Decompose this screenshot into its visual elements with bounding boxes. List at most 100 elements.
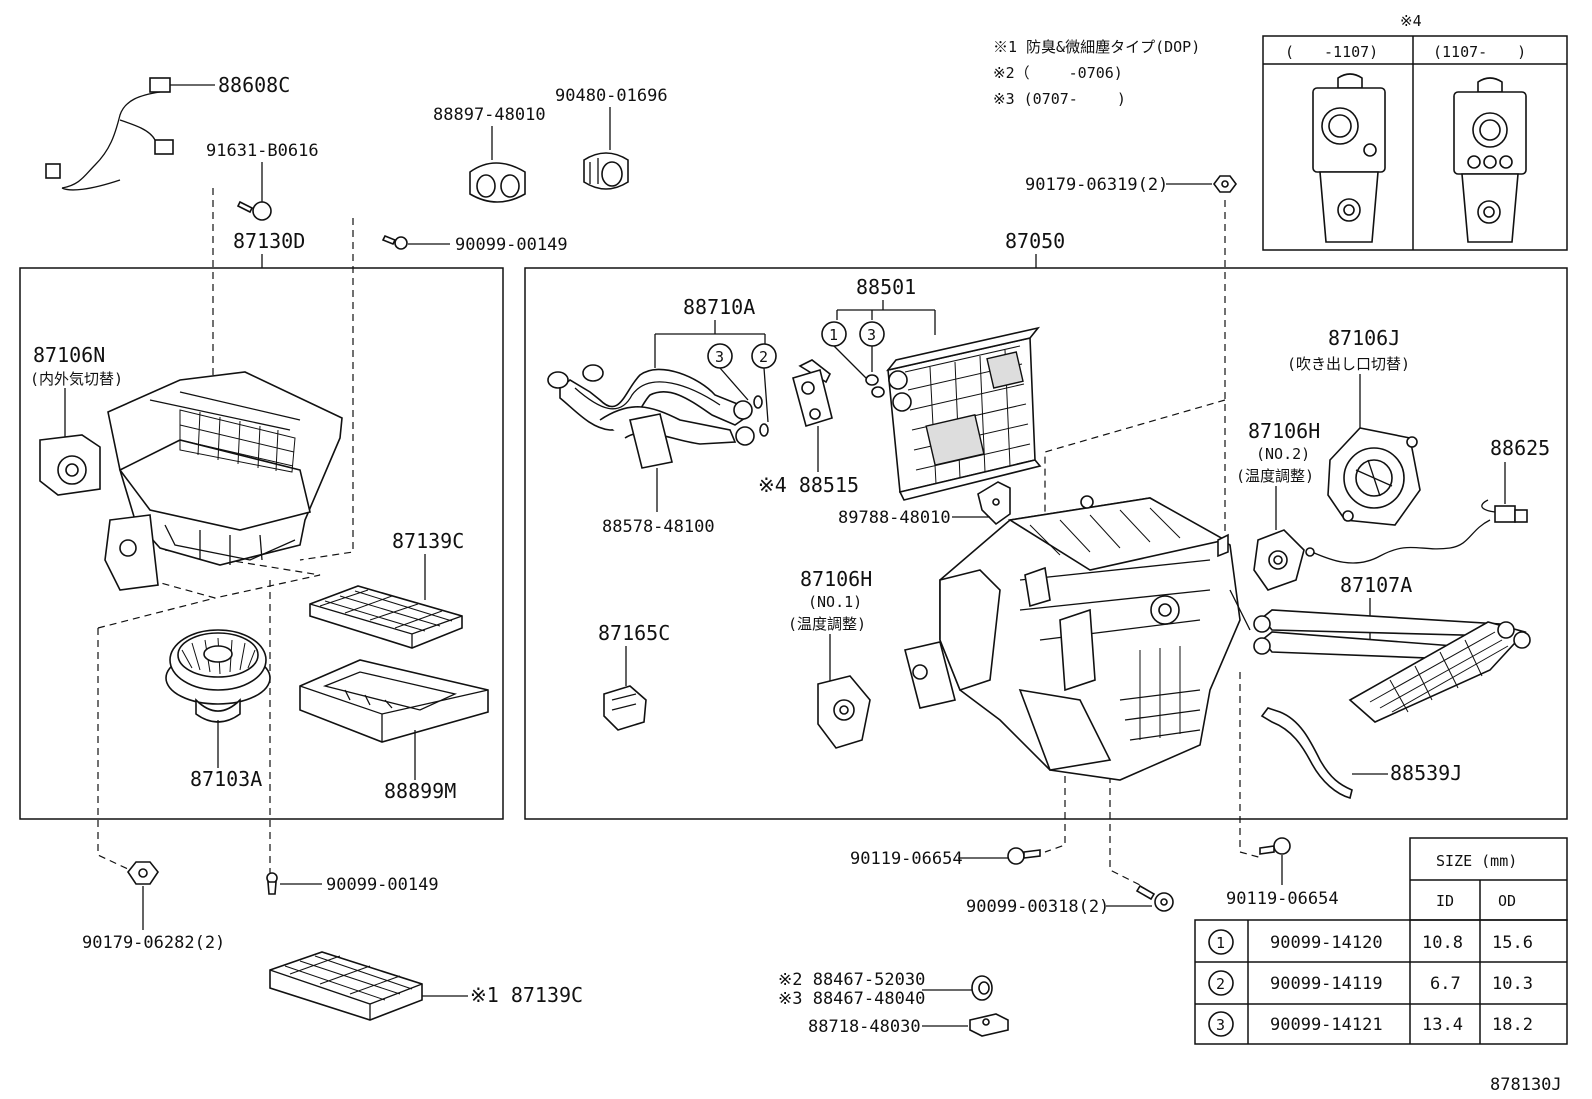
label-88897-48010: 88897-48010 [433, 105, 546, 125]
nut-90179-06282-icon [127, 861, 159, 885]
label-87107a: 87107A [1340, 573, 1412, 597]
label-87106h-no1-sub1: (NO.1) [808, 593, 862, 611]
label-87106n-sub: (内外気切替) [30, 370, 123, 388]
bolt-90119-left-icon [1007, 847, 1041, 865]
size-row-2-od: 10.3 [1492, 974, 1533, 994]
size-table-row-2: 2 90099-14119 6.7 10.3 [1208, 970, 1533, 996]
label-87106h-no2-sub1: (NO.2) [1256, 445, 1310, 463]
label-87050: 87050 [1005, 229, 1065, 253]
o-ring-pipe-a-icon [753, 395, 763, 409]
note-2: ※2（ -0706) [993, 64, 1123, 82]
label-90119-06654-left: 90119-06654 [850, 849, 963, 869]
insulator-88578-icon [629, 413, 673, 469]
filter-case-88899m-icon [299, 659, 489, 743]
label-87106h-no1: 87106H [800, 567, 872, 591]
label-88539j: 88539J [1390, 761, 1462, 785]
nut-90179-06319-icon [1213, 175, 1237, 193]
label-90099-00149-top: 90099-00149 [455, 235, 568, 255]
size-row-3-part: 90099-14121 [1270, 1015, 1383, 1035]
servo-motor-87106n-icon [39, 434, 101, 496]
plug-88467-icon [971, 975, 993, 1001]
label-87130d: 87130D [233, 229, 305, 253]
figure-id: 878130J [1490, 1075, 1562, 1095]
clip-88718-icon [969, 1013, 1009, 1037]
label-88899m: 88899M [384, 779, 456, 803]
circle-1-evap: 1 [821, 321, 847, 347]
resistor-87165c-icon [603, 685, 647, 731]
label-90179-06282: 90179-06282(2) [82, 933, 225, 953]
label-88608c: 88608C [218, 73, 290, 97]
size-table-row-3: 3 90099-14121 13.4 18.2 [1208, 1011, 1533, 1037]
note-4-col2: (1107- ) [1433, 43, 1526, 61]
heater-unit-box [524, 267, 1568, 820]
size-row-1-od: 15.6 [1492, 933, 1533, 953]
svg-text:1: 1 [829, 326, 838, 344]
blower-motor-87103a-icon [165, 629, 271, 723]
label-87165c: 87165C [598, 621, 670, 645]
screw-90099-00318-icon [1135, 884, 1174, 912]
screw-90099-00149-bottom-icon [266, 872, 278, 895]
label-87139c: 87139C [392, 529, 464, 553]
svg-text:3: 3 [867, 326, 876, 344]
heater-core-87107a-icon [1253, 609, 1531, 723]
label-90099-00149-bottom: 90099-00149 [326, 875, 439, 895]
size-row-1-id: 10.8 [1422, 933, 1463, 953]
label-88467-52030: ※2 88467-52030 [778, 970, 925, 990]
bracket-89788-icon [977, 481, 1011, 526]
bolt-91631-icon [236, 200, 272, 221]
label-90179-06319: 90179-06319(2) [1025, 175, 1168, 195]
label-89788-48010: 89788-48010 [838, 508, 951, 528]
expansion-valve-early-icon [1312, 73, 1386, 243]
size-row-1-part: 90099-14120 [1270, 933, 1383, 953]
label-87106h-no2: 87106H [1248, 419, 1320, 443]
blower-case-icon [104, 371, 343, 591]
label-88625: 88625 [1490, 436, 1550, 460]
expansion-valve-88515-icon [792, 359, 833, 428]
label-88501: 88501 [856, 275, 916, 299]
wire-harness-88625-icon [1305, 499, 1528, 564]
cooler-pipe-88710a-icon [547, 364, 755, 446]
size-table-row-1: 1 90099-14120 10.8 15.6 [1208, 929, 1533, 955]
label-90099-00318: 90099-00318(2) [966, 897, 1109, 917]
servo-motor-87106h-no1-icon [817, 675, 871, 749]
label-88515: ※4 88515 [758, 473, 859, 497]
screw-90099-00149-top-icon [381, 234, 408, 250]
wire-harness-88608c-icon [45, 77, 174, 191]
label-88710a: 88710A [683, 295, 755, 319]
o-ring-evap-a-icon [865, 374, 879, 386]
size-row-3-od: 18.2 [1492, 1015, 1533, 1035]
label-90119-06654-right: 90119-06654 [1226, 889, 1339, 909]
label-87106h-no2-sub2: (温度調整) [1236, 467, 1314, 485]
label-88467-48040: ※3 88467-48040 [778, 989, 925, 1009]
label-90480-01696: 90480-01696 [555, 86, 668, 106]
size-table-col-od: OD [1498, 892, 1516, 910]
svg-text:1: 1 [1216, 934, 1225, 952]
blower-assembly-box [19, 267, 504, 820]
size-row-2-part: 90099-14119 [1270, 974, 1383, 994]
drain-hose-88539j-icon [1260, 707, 1353, 799]
size-row-3-id: 13.4 [1422, 1015, 1463, 1035]
circle-2-pipe: 2 [751, 343, 777, 369]
expansion-valve-late-icon [1453, 77, 1527, 243]
label-87139c-dop: ※1 87139C [470, 983, 583, 1007]
servo-motor-87106h-no2-icon [1253, 529, 1305, 591]
air-filter-87139c-dop-icon [269, 951, 423, 1021]
circle-3-evap: 3 [859, 321, 885, 347]
bolt-90119-right-icon [1259, 837, 1291, 855]
label-87103a: 87103A [190, 767, 262, 791]
size-table-title: SIZE (mm) [1436, 852, 1517, 870]
note-3: ※3 (0707- ) [993, 90, 1126, 108]
expansion-valve-variants-box: ( -1107) (1107- ) [1262, 35, 1568, 251]
svg-text:2: 2 [759, 348, 768, 366]
note-1: ※1 防臭&微細塵タイプ(DOP) [993, 38, 1200, 56]
svg-text:2: 2 [1216, 975, 1225, 993]
grommet-90480-icon [583, 152, 629, 190]
evaporator-88501-icon [885, 326, 1042, 501]
grommet-88897-icon [469, 162, 526, 203]
note-4-col1: ( -1107) [1285, 43, 1378, 61]
svg-text:3: 3 [1216, 1016, 1225, 1034]
size-row-2-id: 6.7 [1430, 974, 1461, 994]
label-87106j-sub: (吹き出し口切替) [1287, 355, 1410, 373]
label-87106j: 87106J [1328, 326, 1400, 350]
